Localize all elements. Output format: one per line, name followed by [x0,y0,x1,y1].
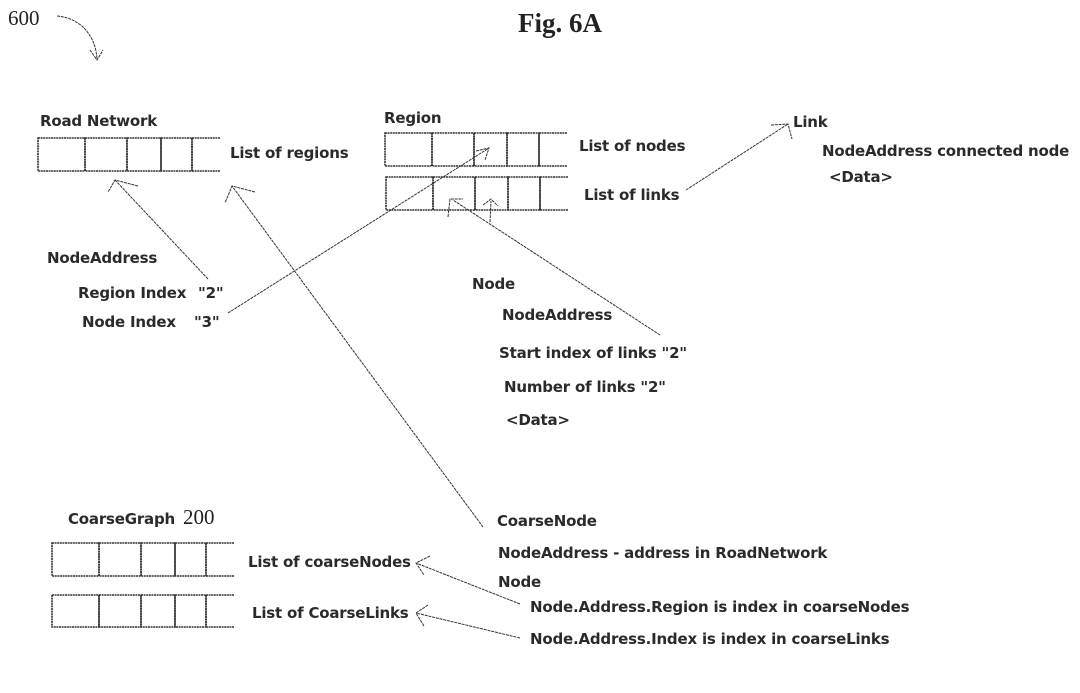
array-cell [98,594,142,628]
array-cell [51,542,100,577]
array-cell [160,137,193,172]
array-cell [385,176,434,211]
node-index-arrow [227,147,490,314]
region-index-label: Region Index [78,284,187,302]
reference-number: 600 [8,6,40,30]
array-cell [506,132,540,167]
arrowhead [107,179,139,193]
array-cell-open [205,542,234,577]
array-cell-open [539,176,568,211]
node-index-value: "3" [194,313,220,331]
index-to-coarse-links-arrow [415,612,521,639]
region-links-array [385,176,568,211]
array-cell [51,594,100,628]
node-index-label: Node Index [82,313,176,331]
arrowhead [475,147,490,161]
list-of-coarse-nodes-label: List of coarseNodes [248,553,411,571]
road-network-title: Road Network [40,112,157,130]
array-cell-open [191,137,220,172]
list-of-coarse-links-label: List of CoarseLinks [252,604,409,622]
array-cell-open [538,132,567,167]
road-network-array [37,137,220,172]
region-to-coarse-nodes-arrow [415,562,521,605]
array-cell [126,137,162,172]
coarse-node-address: NodeAddress - address in RoadNetwork [498,544,828,562]
array-cell [474,176,509,211]
coarse-links-array [51,594,234,628]
region-title: Region [384,109,442,127]
reference-arrow [56,15,98,61]
array-cell [473,132,508,167]
coarse-node-index-line: Node.Address.Index is index in coarseLin… [530,630,890,648]
coarse-node-region-line: Node.Address.Region is index in coarseNo… [530,598,910,616]
array-cell [140,594,176,628]
region-nodes-array [384,132,567,167]
coarse-graph-reference: 200 [183,505,215,529]
arrowhead [415,604,429,627]
array-cell [174,594,207,628]
link-field: <Data> [829,168,893,186]
array-cell [174,542,207,577]
array-cell [140,542,176,577]
coarse-node-title: CoarseNode [497,512,597,530]
link-field: NodeAddress connected node [822,142,1070,160]
coarse-nodes-array [51,542,234,577]
array-cell [432,176,476,211]
node-address-title: NodeAddress [47,249,158,267]
region-index-arrow [114,179,209,280]
arrowhead [415,555,431,576]
coarse-graph-title: CoarseGraph [68,510,175,528]
array-cell-open [205,594,234,628]
list-of-links-label: List of links [584,186,680,204]
node-field: Start index of links "2" [499,344,687,362]
start-index-arrow [452,199,661,336]
arrowhead [224,185,256,204]
array-cell [84,137,128,172]
list-of-regions-label: List of regions [230,144,349,162]
node-field: NodeAddress [502,306,613,324]
region-index-value: "2" [198,284,224,302]
links-to-link-arrow [685,123,789,191]
list-of-nodes-label: List of nodes [579,137,686,155]
arrowhead [770,123,793,140]
coarse-node-node-title: Node [498,573,541,591]
link-title: Link [793,113,828,131]
array-cell [384,132,433,167]
node-title: Node [472,275,515,293]
array-cell [507,176,541,211]
arrowhead [447,198,463,218]
array-cell [37,137,86,172]
node-field: Number of links "2" [504,378,666,396]
array-cell [98,542,142,577]
links-cell-arrow [482,198,499,223]
figure-title: Fig. 6A [518,8,602,38]
coarse-address-arrow [231,185,484,528]
reference-arrowhead [89,49,104,61]
node-field: <Data> [506,411,570,429]
